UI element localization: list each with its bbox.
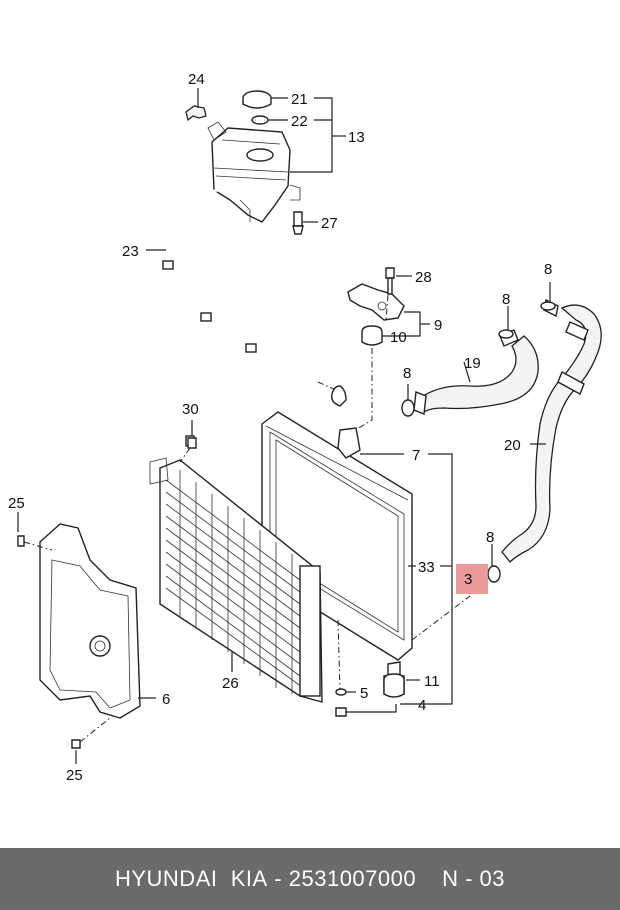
bolt xyxy=(179,437,197,463)
label-7: 7 xyxy=(412,447,420,464)
label-23: 23 xyxy=(122,243,139,260)
label-33: 33 xyxy=(418,559,435,576)
footer-brand: HYUNDAI KIA xyxy=(114,866,268,891)
footer-bar: HYUNDAI KIA - 2531007000 N - 03 xyxy=(0,848,620,910)
label-8-top: 8 xyxy=(544,261,552,278)
label-28: 28 xyxy=(415,269,432,286)
label-3: 3 xyxy=(464,571,472,588)
label-13: 13 xyxy=(348,129,365,146)
overflow-hose xyxy=(162,188,337,391)
label-4: 4 xyxy=(418,697,426,714)
label-8-lower: 8 xyxy=(486,529,494,546)
label-10: 10 xyxy=(390,329,407,346)
under-cover xyxy=(17,523,141,749)
label-8-mid: 8 xyxy=(403,365,411,382)
condenser xyxy=(149,435,323,703)
highlight-box xyxy=(456,564,488,594)
part-labels: 24 21 22 13 27 23 28 9 10 8 8 8 8 19 20 … xyxy=(8,71,552,784)
label-26: 26 xyxy=(222,675,239,692)
leader-lines xyxy=(17,88,551,764)
label-11: 11 xyxy=(424,673,440,690)
footer-part-number: 2531007000 xyxy=(288,866,417,891)
label-5: 5 xyxy=(360,685,368,702)
label-24: 24 xyxy=(188,71,205,88)
label-21: 21 xyxy=(291,91,308,108)
label-25-top: 25 xyxy=(8,495,25,512)
footer-separator: - xyxy=(274,866,283,891)
label-8-upper: 8 xyxy=(502,291,510,308)
label-30: 30 xyxy=(182,401,199,418)
label-19: 19 xyxy=(464,355,481,372)
mount-bracket xyxy=(347,267,405,433)
label-22: 22 xyxy=(291,113,308,130)
footer-page: N - 03 xyxy=(442,866,506,891)
label-27: 27 xyxy=(321,215,338,232)
label-20: 20 xyxy=(504,437,521,454)
label-6: 6 xyxy=(162,691,170,708)
label-25-bottom: 25 xyxy=(66,767,83,784)
parts-diagram: 24 21 22 13 27 23 28 9 10 8 8 8 8 19 20 … xyxy=(8,71,602,784)
label-9: 9 xyxy=(434,317,442,334)
upper-hose xyxy=(413,329,539,415)
reservoir-tank xyxy=(185,90,304,235)
lower-mounts xyxy=(335,673,405,717)
